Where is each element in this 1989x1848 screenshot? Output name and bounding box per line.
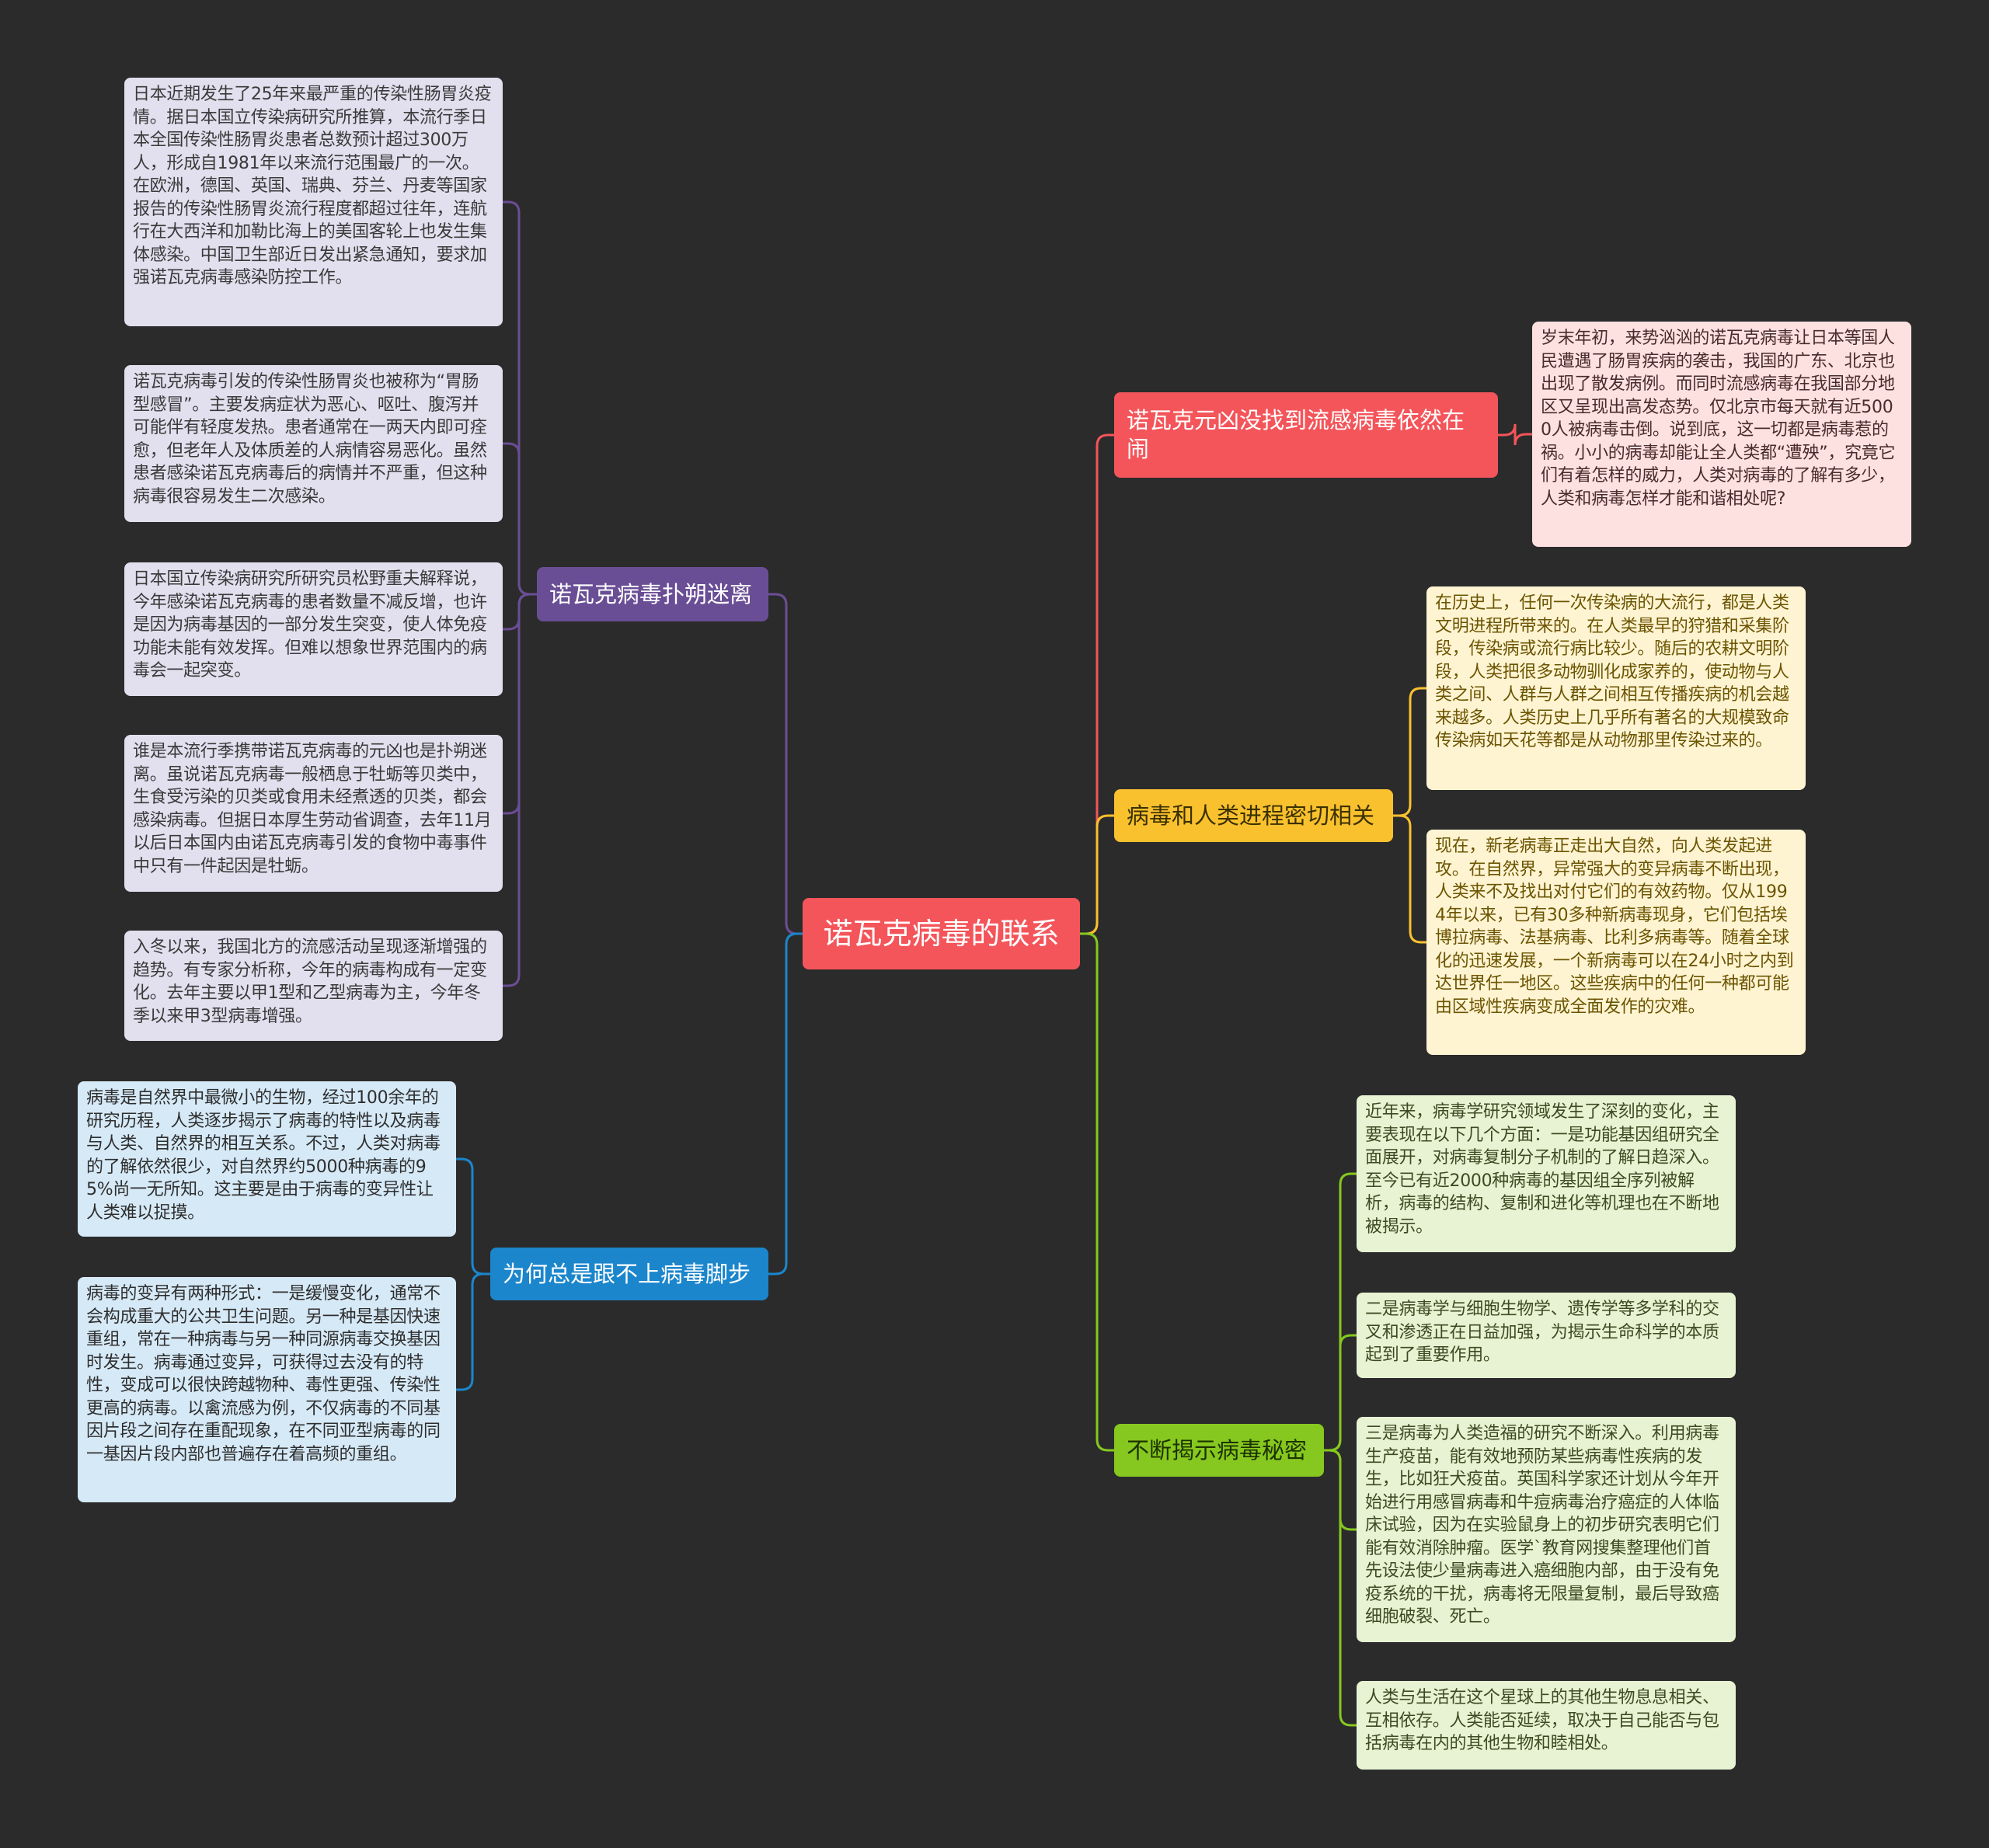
- leaf-note[interactable]: 入冬以来，我国北方的流感活动呈现逐渐增强的趋势。有专家分析称，今年的病毒构成有一…: [124, 931, 503, 1041]
- root-link-yellow: [1080, 814, 1114, 935]
- leaf-text: 日本国立传染病研究所研究员松野重夫解释说，今年感染诺瓦克病毒的患者数量不减反增，…: [133, 569, 487, 680]
- leaf-text: 病毒是自然界中最微小的生物，经过100余年的研究历程，人类逐步揭示了病毒的特性以…: [86, 1088, 441, 1223]
- leaf-note[interactable]: 近年来，病毒学研究领域发生了深刻的变化，主要表现在以下几个方面：一是功能基因组研…: [1357, 1095, 1736, 1252]
- leaf-note[interactable]: 在历史上，任何一次传染病的大流行，都是人类文明进程所带来的。在人类最早的狩猎和采…: [1426, 586, 1806, 790]
- leaf-note[interactable]: 日本近期发生了25年来最严重的传染性肠胃炎疫情。据日本国立传染病研究所推算，本流…: [124, 78, 503, 326]
- root-topic[interactable]: 诺瓦克病毒的联系: [803, 898, 1080, 969]
- branch-why-behind-virus[interactable]: 为何总是跟不上病毒脚步: [490, 1248, 768, 1300]
- leaf-note[interactable]: 现在，新老病毒正走出大自然，向人类发起进攻。在自然界，异常强大的变异病毒不断出现…: [1426, 830, 1806, 1055]
- leaf-link-blue-0: [456, 1157, 490, 1276]
- branch-virus-human-history[interactable]: 病毒和人类进程密切相关: [1114, 789, 1393, 842]
- leaf-link-red-0: [1498, 423, 1532, 446]
- leaf-link-purple-1: [503, 442, 537, 596]
- root-link-blue: [768, 932, 803, 1276]
- leaf-text: 在历史上，任何一次传染病的大流行，都是人类文明进程所带来的。在人类最早的狩猎和采…: [1435, 593, 1789, 750]
- branch-label: 为何总是跟不上病毒脚步: [503, 1260, 751, 1287]
- leaf-note[interactable]: 谁是本流行季携带诺瓦克病毒的元凶也是扑朔迷离。虽说诺瓦克病毒一般栖息于牡蛎等贝类…: [124, 735, 503, 892]
- leaf-text: 入冬以来，我国北方的流感活动呈现逐渐增强的趋势。有专家分析称，今年的病毒构成有一…: [133, 938, 487, 1026]
- branch-label: 诺瓦克元凶没找到流感病毒依然在闹: [1127, 407, 1465, 462]
- branch-norovirus-mystery[interactable]: 诺瓦克病毒扑朔迷离: [537, 567, 768, 621]
- leaf-text: 人类与生活在这个星球上的其他生物息息相关、互相依存。人类能否延续，取决于自己能否…: [1365, 1688, 1719, 1753]
- leaf-note[interactable]: 三是病毒为人类造福的研究不断深入。利用病毒生产疫苗，能有效地预防某些病毒性疾病的…: [1357, 1417, 1736, 1642]
- leaf-link-purple-4: [503, 593, 537, 987]
- leaf-link-blue-1: [456, 1272, 490, 1391]
- branch-label: 不断揭示病毒秘密: [1127, 1436, 1308, 1463]
- root-topic-label: 诺瓦克病毒的联系: [823, 917, 1060, 951]
- leaf-note[interactable]: 二是病毒学与细胞生物学、遗传学等多学科的交叉和渗透正在日益加强，为揭示生命科学的…: [1357, 1293, 1736, 1378]
- leaf-text: 现在，新老病毒正走出大自然，向人类发起进攻。在自然界，异常强大的变异病毒不断出现…: [1435, 837, 1794, 1017]
- leaf-note[interactable]: 岁末年初，来势汹汹的诺瓦克病毒让日本等国人民遭遇了肠胃疾病的袭击，我国的广东、北…: [1532, 322, 1911, 547]
- leaf-note[interactable]: 病毒的变异有两种形式：一是缓慢变化，通常不会构成重大的公共卫生问题。另一种是基因…: [78, 1277, 456, 1502]
- leaf-text: 病毒的变异有两种形式：一是缓慢变化，通常不会构成重大的公共卫生问题。另一种是基因…: [86, 1284, 441, 1464]
- root-link-green: [1080, 932, 1114, 1452]
- leaf-note[interactable]: 日本国立传染病研究所研究员松野重夫解释说，今年感染诺瓦克病毒的患者数量不减反增，…: [124, 562, 503, 696]
- leaf-link-yellow-1: [1393, 814, 1426, 944]
- leaf-text: 近年来，病毒学研究领域发生了深刻的变化，主要表现在以下几个方面：一是功能基因组研…: [1365, 1102, 1719, 1237]
- leaf-text: 谁是本流行季携带诺瓦克病毒的元凶也是扑朔迷离。虽说诺瓦克病毒一般栖息于牡蛎等贝类…: [133, 742, 492, 876]
- leaf-note[interactable]: 病毒是自然界中最微小的生物，经过100余年的研究历程，人类逐步揭示了病毒的特性以…: [78, 1081, 456, 1237]
- leaf-note[interactable]: 诺瓦克病毒引发的传染性肠胃炎也被称为“胃肠型感冒”。主要发病症状为恶心、呕吐、腹…: [124, 365, 503, 522]
- leaf-text: 诺瓦克病毒引发的传染性肠胃炎也被称为“胃肠型感冒”。主要发病症状为恶心、呕吐、腹…: [133, 372, 487, 506]
- leaf-link-green-3: [1324, 1449, 1357, 1727]
- leaf-text: 日本近期发生了25年来最严重的传染性肠胃炎疫情。据日本国立传染病研究所推算，本流…: [133, 85, 492, 287]
- root-link-purple: [768, 593, 803, 935]
- branch-label: 诺瓦克病毒扑朔迷离: [549, 580, 753, 607]
- branch-culprit-flu[interactable]: 诺瓦克元凶没找到流感病毒依然在闹: [1114, 392, 1498, 478]
- leaf-link-green-1: [1324, 1334, 1357, 1452]
- leaf-link-yellow-0: [1393, 687, 1426, 817]
- leaf-text: 二是病毒学与细胞生物学、遗传学等多学科的交叉和渗透正在日益加强，为揭示生命科学的…: [1365, 1300, 1719, 1365]
- leaf-note[interactable]: 人类与生活在这个星球上的其他生物息息相关、互相依存。人类能否延续，取决于自己能否…: [1357, 1681, 1736, 1770]
- leaf-text: 三是病毒为人类造福的研究不断深入。利用病毒生产疫苗，能有效地预防某些病毒性疾病的…: [1365, 1424, 1719, 1627]
- leaf-text: 岁末年初，来势汹汹的诺瓦克病毒让日本等国人民遭遇了肠胃疾病的袭击，我国的广东、北…: [1541, 329, 1896, 509]
- branch-label: 病毒和人类进程密切相关: [1127, 802, 1375, 829]
- branch-reveal-virus-secrets[interactable]: 不断揭示病毒秘密: [1114, 1424, 1324, 1477]
